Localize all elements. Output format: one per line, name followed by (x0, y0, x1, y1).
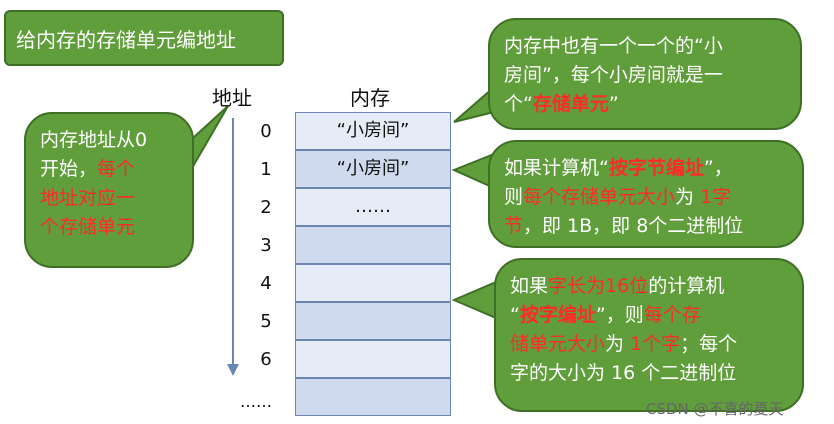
watermark-text: CSDN @不喜的夏天 (646, 400, 784, 418)
memory-cell-5 (295, 302, 451, 340)
note2-line1: 如果计算机“按字节编址”， (504, 157, 733, 179)
note1-line2: 房间”，每个小房间就是一 (504, 64, 723, 86)
left-note-line3: 地址对应一 (40, 187, 136, 209)
note1-line1: 内存中也有一个一个的“小 (504, 35, 723, 57)
memory-cell-4 (295, 264, 451, 302)
memory-cell-7 (295, 378, 451, 416)
note2-callout: 如果计算机“按字节编址”， 则每个存储单元大小为 1字 节，即 1B，即 8个二… (488, 140, 804, 248)
note3-line3: 储单元大小为 1个字；每个 (510, 333, 738, 355)
note2-line2: 则每个存储单元大小为 1字 (504, 186, 732, 208)
memory-cell-1: “小房间” (295, 150, 451, 188)
note2-line3: 节，即 1B，即 8个二进制位 (504, 215, 744, 237)
address-1: 1 (260, 159, 272, 180)
note3-line4: 字的大小为 16 个二进制位 (510, 362, 737, 384)
address-5: 5 (260, 311, 272, 332)
address-arrow-head (227, 364, 239, 376)
left-note-line1: 内存地址从0 (40, 129, 148, 151)
address-6: 6 (260, 349, 272, 370)
memory-label: 内存 (350, 86, 390, 110)
address-0: 0 (260, 121, 272, 142)
memory-cell-0: “小房间” (295, 112, 451, 150)
address-3: 3 (260, 235, 272, 256)
address-more: …… (240, 392, 272, 411)
left-note-callout: 内存地址从0 开始，每个 地址对应一 个存储单元 (24, 112, 194, 268)
address-2: 2 (260, 197, 272, 218)
left-note-line4: 个存储单元 (40, 216, 136, 238)
note3-line1: 如果字长为16位的计算机 (510, 275, 725, 297)
address-label: 地址 (212, 86, 252, 110)
note3-line2: “按字编址”，则每个存 (510, 304, 701, 326)
note1-line3: 个“存储单元” (504, 93, 619, 115)
title-box: 给内存的存储单元编地址 (4, 10, 284, 66)
memory-cell-2: …… (295, 188, 451, 226)
memory-cell-6 (295, 340, 451, 378)
memory-cell-3 (295, 226, 451, 264)
note3-callout: 如果字长为16位的计算机 “按字编址”，则每个存 储单元大小为 1个字；每个 字… (494, 258, 804, 412)
note1-callout: 内存中也有一个一个的“小 房间”，每个小房间就是一 个“存储单元” (488, 18, 802, 130)
note3-pointer (451, 280, 497, 320)
address-4: 4 (260, 273, 272, 294)
title-text: 给内存的存储单元编地址 (16, 28, 236, 52)
left-note-line2: 开始，每个 (40, 158, 136, 180)
